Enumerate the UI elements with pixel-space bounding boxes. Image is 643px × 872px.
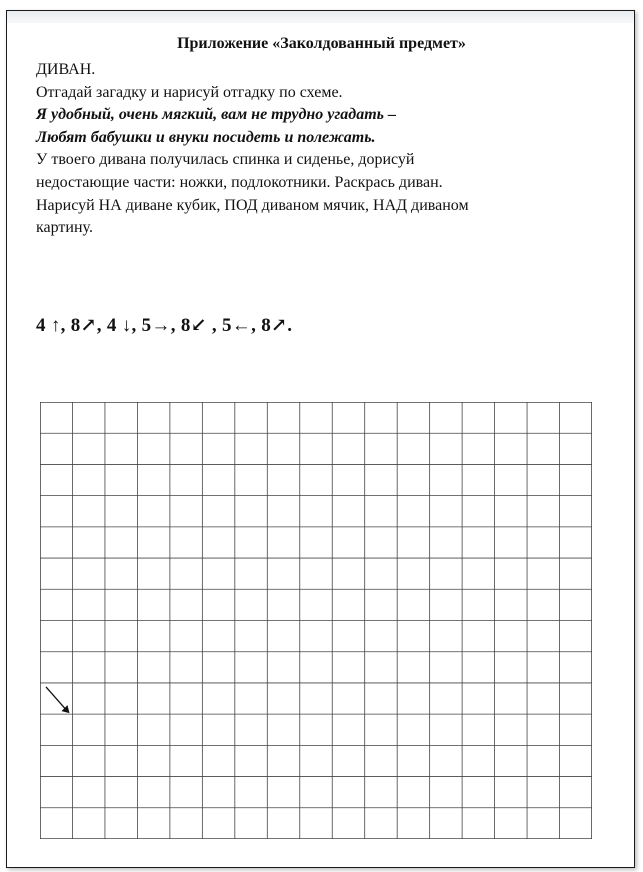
text-line-instruction-2: недостающие части: ножки, подлокотники. … [36,173,443,191]
page-title: Приложение «Заколдованный предмет» [177,35,466,52]
page-top-shade [7,11,634,23]
text-line-instruction-4: картину. [36,219,93,237]
text-line-task: Отгадай загадку и нарисуй отгадку по схе… [36,83,343,101]
grid-svg [40,402,592,839]
instructions-text: ДИВАН. Отгадай загадку и нарисуй отгадку… [36,59,606,240]
text-line-instruction-3: Нарисуй НА диване кубик, ПОД диваном мяч… [36,196,469,214]
text-line-instruction-1: У твоего дивана получилась спинка и сиде… [36,151,415,169]
drawing-scheme: 4 ↑, 8↗, 4 ↓, 5→, 8↙ , 5←, 8↗. [36,315,293,336]
start-arrow-icon [45,686,70,714]
drawing-grid[interactable] [40,402,592,839]
riddle-line-1: Я удобный, очень мягкий, вам не трудно у… [36,106,396,124]
text-line-object: ДИВАН. [36,61,96,78]
worksheet-page [6,10,635,868]
riddle-line-2: Любят бабушки и внуки посидеть и полежат… [36,128,376,146]
